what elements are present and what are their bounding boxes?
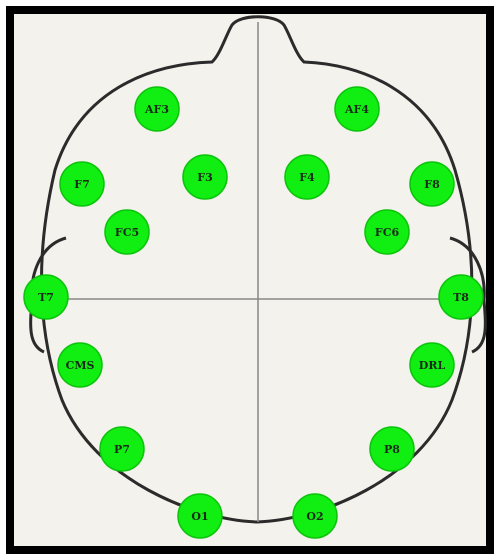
- electrode-p8-label: P8: [384, 443, 400, 456]
- electrode-o2-label: O2: [306, 510, 323, 523]
- electrode-fc6-label: FC6: [375, 226, 400, 239]
- electrode-f4-label: F4: [299, 171, 315, 184]
- electrode-cms-label: CMS: [66, 359, 95, 372]
- electrode-cms: CMS: [58, 343, 102, 387]
- electrode-drl-label: DRL: [419, 359, 446, 372]
- electrode-f3-label: F3: [197, 171, 212, 184]
- electrode-t7-label: T7: [38, 291, 54, 304]
- electrode-fc6: FC6: [365, 210, 409, 254]
- electrode-af4: AF4: [335, 87, 379, 131]
- electrode-f3: F3: [183, 155, 227, 199]
- electrode-t8: T8: [439, 275, 483, 319]
- electrode-drl: DRL: [410, 343, 454, 387]
- electrode-o1-label: O1: [191, 510, 208, 523]
- electrode-t7: T7: [24, 275, 68, 319]
- electrode-fc5: FC5: [105, 210, 149, 254]
- electrode-f4: F4: [285, 155, 329, 199]
- electrode-f7: F7: [60, 162, 104, 206]
- electrode-o2: O2: [293, 494, 337, 538]
- electrode-f8: F8: [410, 162, 454, 206]
- electrode-f8-label: F8: [424, 178, 440, 191]
- electrode-p7-label: P7: [114, 443, 130, 456]
- electrode-af4-label: AF4: [344, 103, 369, 116]
- electrode-f7-label: F7: [74, 178, 89, 191]
- electrode-af3: AF3: [135, 87, 179, 131]
- electrode-fc5-label: FC5: [115, 226, 139, 239]
- electrode-o1: O1: [178, 494, 222, 538]
- electrode-t8-label: T8: [453, 291, 469, 304]
- electrode-p8: P8: [370, 427, 414, 471]
- electrode-p7: P7: [100, 427, 144, 471]
- electrode-af3-label: AF3: [144, 103, 169, 116]
